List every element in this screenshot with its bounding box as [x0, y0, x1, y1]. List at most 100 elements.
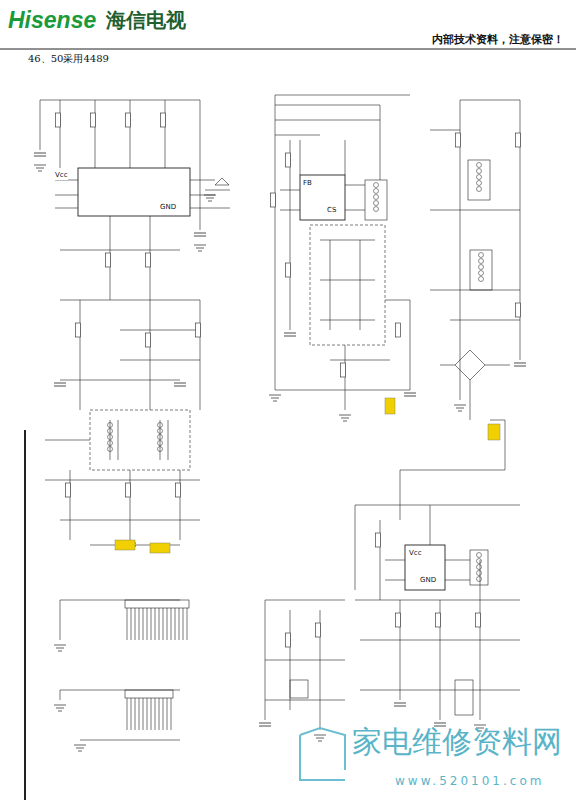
watermark-icon	[300, 728, 345, 780]
winding-loop	[477, 559, 482, 564]
winding-loop	[374, 183, 379, 188]
winding-loop	[477, 163, 482, 168]
connector-pin	[155, 698, 156, 730]
resistor-symbol	[456, 133, 461, 147]
ground-symbol	[194, 245, 206, 251]
resistor-symbol	[516, 303, 521, 317]
brand-logo: Hisense	[8, 8, 96, 33]
resistor-symbol	[56, 113, 61, 127]
connector-pin	[143, 698, 144, 730]
winding-loop	[374, 207, 379, 212]
capacitor-symbol	[404, 393, 416, 396]
connector-pin	[143, 608, 144, 640]
connector-pin	[179, 608, 180, 640]
winding-loop	[374, 195, 379, 200]
resistor-symbol	[66, 483, 71, 497]
winding-loop	[158, 429, 163, 434]
resistor-symbol	[126, 483, 131, 497]
resistor-symbol	[316, 623, 321, 637]
winding-loop	[477, 175, 482, 180]
resistor-symbol	[286, 263, 291, 277]
ground-symbol	[314, 735, 326, 741]
connector-pin	[159, 698, 160, 730]
resistor-symbol	[161, 113, 166, 127]
connector-pin	[167, 608, 168, 640]
winding-loop	[158, 441, 163, 446]
connector-pin	[127, 698, 128, 730]
wires	[0, 49, 576, 800]
winding-loop	[374, 201, 379, 206]
winding-loop	[477, 565, 482, 570]
winding-loop	[479, 265, 484, 270]
ground-symbol	[339, 415, 351, 421]
connector-pin	[175, 608, 176, 640]
capacitor-symbol	[284, 333, 296, 336]
capacitor-symbol	[34, 153, 46, 156]
winding-loop	[479, 253, 484, 258]
connector-header	[125, 690, 173, 698]
winding-loop	[108, 423, 113, 428]
watermark-url: www.520101.com	[395, 775, 544, 788]
winding-loop	[108, 447, 113, 452]
capacitor-symbol	[194, 233, 206, 236]
net-tags	[115, 398, 500, 553]
connector-pin	[171, 698, 172, 730]
resistor-symbol	[286, 153, 291, 167]
resistor-symbol	[106, 253, 111, 267]
pin-name: FB	[303, 180, 312, 188]
ground-symbol	[34, 165, 46, 171]
connector-pin	[135, 608, 136, 640]
ground-symbol	[269, 395, 281, 401]
resistor-symbol	[91, 113, 96, 127]
capacitor-symbol	[259, 723, 271, 726]
connector-pin	[167, 698, 168, 730]
resistor-symbol	[126, 113, 131, 127]
ground-symbol	[54, 645, 66, 651]
resistor-symbol	[476, 613, 481, 627]
pin-name: GND	[420, 577, 436, 585]
model-note: 46、50采用4489	[28, 53, 109, 64]
resistor-symbol	[376, 533, 381, 547]
connector-pin	[131, 608, 132, 640]
connector-pin	[151, 698, 152, 730]
winding-loop	[479, 277, 484, 282]
connector-pin	[163, 698, 164, 730]
connector-pin	[171, 608, 172, 640]
connector-pin	[139, 698, 140, 730]
connector-pin	[127, 608, 128, 640]
connector-pin	[147, 698, 148, 730]
connector-header	[125, 600, 189, 608]
winding-loop	[158, 423, 163, 428]
winding-loop	[108, 441, 113, 446]
winding-loop	[477, 187, 482, 192]
ground-symbol	[204, 195, 216, 201]
resistor-symbol	[436, 613, 441, 627]
resistor-symbol	[341, 363, 346, 377]
ground-symbol	[454, 405, 466, 411]
capacitor-symbol	[174, 383, 186, 386]
connector-pin	[147, 608, 148, 640]
watermark: 家电维修资料网	[352, 725, 562, 758]
winding-loop	[477, 577, 482, 582]
resistor-symbol	[286, 633, 291, 647]
connector-pin	[131, 698, 132, 730]
confidential-note: 内部技术资料，注意保密！	[432, 34, 564, 46]
winding-loop	[108, 435, 113, 440]
capacitor-symbol	[514, 363, 526, 366]
ground-symbol	[74, 745, 86, 751]
component-symbols	[34, 113, 526, 751]
resistor-symbol	[516, 133, 521, 147]
winding-loop	[374, 189, 379, 194]
connector-pin	[135, 698, 136, 730]
connector-pin	[163, 608, 164, 640]
resistor-symbol	[271, 193, 276, 207]
winding-loop	[477, 553, 482, 558]
winding-loop	[477, 571, 482, 576]
resistor-symbol	[396, 613, 401, 627]
winding-loop	[158, 447, 163, 452]
winding-loop	[108, 429, 113, 434]
capacitor-symbol	[54, 383, 66, 386]
resistor-symbol	[76, 323, 81, 337]
connector-pin	[155, 608, 156, 640]
